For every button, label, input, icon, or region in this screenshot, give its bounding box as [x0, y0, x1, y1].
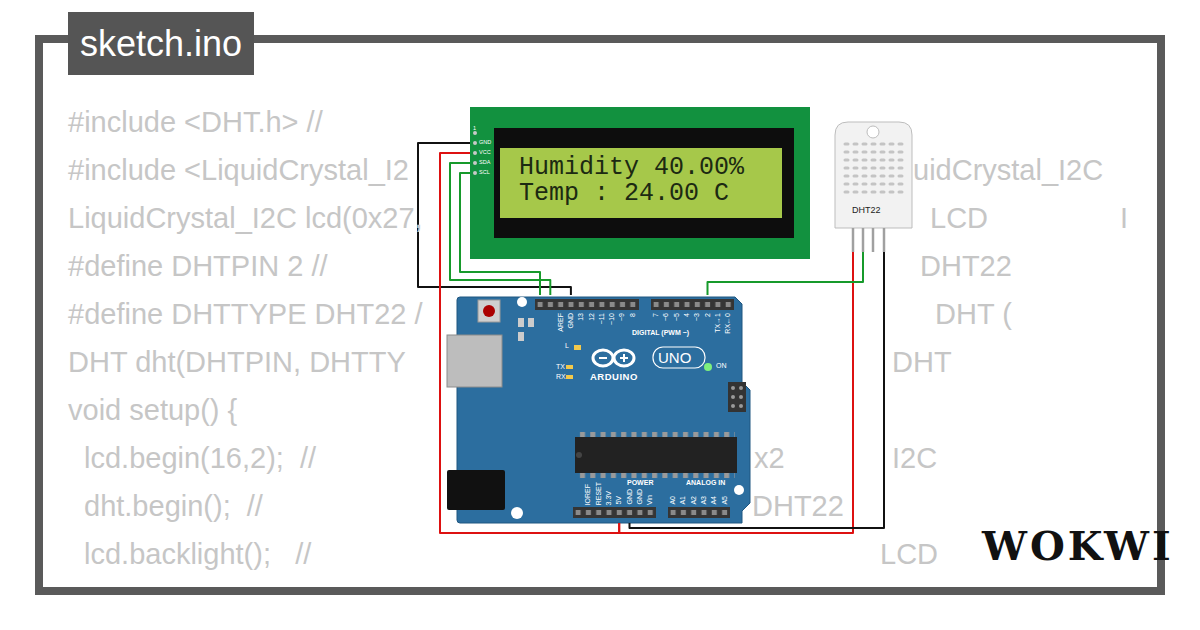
board-label: ANALOG IN: [686, 479, 725, 486]
pin-label: Vin: [646, 495, 653, 505]
pin-label: ~6: [662, 313, 669, 321]
board-label: RX: [556, 373, 566, 380]
code-text: #include <DHT.h> //: [68, 108, 323, 137]
code-text: #define DHTPIN 2 //: [68, 252, 328, 281]
pin-label: TX→1: [714, 313, 721, 333]
code-text: DHT22: [752, 492, 844, 521]
pin-label: ~9: [618, 313, 625, 321]
pin-label: A5: [721, 496, 728, 505]
pin-label: A3: [700, 496, 707, 505]
pin-label: VCC: [479, 150, 491, 156]
board-label: DHT22: [852, 206, 881, 215]
code-text: I2C: [892, 444, 937, 473]
pin-label: 13: [577, 313, 584, 321]
pin-label: ~3: [693, 313, 700, 321]
pin-label: SCL: [479, 170, 490, 176]
pin-label: A2: [690, 496, 697, 505]
jumper-wire: [630, 252, 885, 528]
pin-label: ~10: [608, 313, 615, 325]
code-text: lcd.begin(16,2); //: [84, 444, 316, 473]
file-tab: sketch.ino: [68, 12, 254, 75]
jumper-wire: [440, 153, 619, 533]
code-text: LiquidCrystal_I2C lcd(0x27,: [68, 204, 423, 233]
pin-label: GND: [567, 313, 574, 329]
pin-label: AREF: [557, 313, 564, 332]
pin-label: 12: [588, 313, 595, 321]
pin-label: GND: [636, 489, 643, 505]
board-label: L: [565, 342, 569, 349]
pin-label: 5V: [615, 496, 622, 505]
pin-label: RESET: [595, 482, 602, 505]
pin-label: 1: [473, 126, 476, 132]
pin-label: A4: [710, 496, 717, 505]
pin-label: 3.3V: [605, 491, 612, 505]
pin-label: RX←0: [724, 313, 731, 334]
board-label: DIGITAL (PWM ~): [632, 329, 689, 336]
code-text: DHT dht(DHTPIN, DHTTY: [68, 348, 406, 377]
board-label: UNO: [658, 350, 691, 365]
pin-label: 2: [704, 313, 711, 317]
pin-label: 4: [683, 313, 690, 317]
code-text: lcd.backlight(); //: [84, 540, 311, 569]
jumper-wire: [708, 252, 864, 295]
pin-label: GND: [479, 140, 491, 146]
dht22-sensor: DHT22: [835, 122, 913, 252]
board-label: POWER: [627, 479, 653, 486]
code-text: uidCrystal_I2C: [913, 156, 1103, 185]
pin-label: IOREF: [584, 484, 591, 505]
arduino-uno-board: AREFGND1312~11~10~987~6~54~32TX→1RX←0DIG…: [445, 295, 752, 523]
code-text: LCD: [880, 540, 938, 569]
pin-label: A0: [669, 496, 676, 505]
code-text: #include <LiquidCrystal_I2: [68, 156, 409, 185]
lcd-text: Humidity 40.00%: [519, 155, 744, 180]
code-text: I: [1120, 204, 1128, 233]
code-text: LCD: [930, 204, 988, 233]
jumper-wire: [619, 252, 853, 533]
code-text: DHT: [892, 348, 952, 377]
pin-label: GND: [626, 489, 633, 505]
pin-label: 8: [629, 313, 636, 317]
code-text: dht.begin(); //: [84, 492, 263, 521]
code-text: void setup() {: [68, 396, 237, 425]
board-label: TX: [556, 363, 565, 370]
board-label: ON: [716, 362, 727, 369]
lcd-module: Humidity 40.00%Temp : 24.00 C 1GND VCC SDA S…: [470, 107, 810, 259]
pin-label: ~5: [673, 313, 680, 321]
code-text: x2: [754, 444, 785, 473]
lcd-text: Temp : 24.00 C: [519, 181, 729, 206]
code-text: DHT22: [920, 252, 1012, 281]
pin-label: A1: [679, 496, 686, 505]
pin-label: 7: [652, 313, 659, 317]
pin-label: ~11: [598, 313, 605, 324]
pin-label: SDA: [479, 160, 490, 166]
code-text: DHT (: [935, 300, 1012, 329]
board-label: ARDUINO: [590, 372, 638, 382]
code-text: #define DHTTYPE DHT22 /: [68, 300, 423, 329]
brand-logo: WOKWI: [982, 526, 1174, 566]
